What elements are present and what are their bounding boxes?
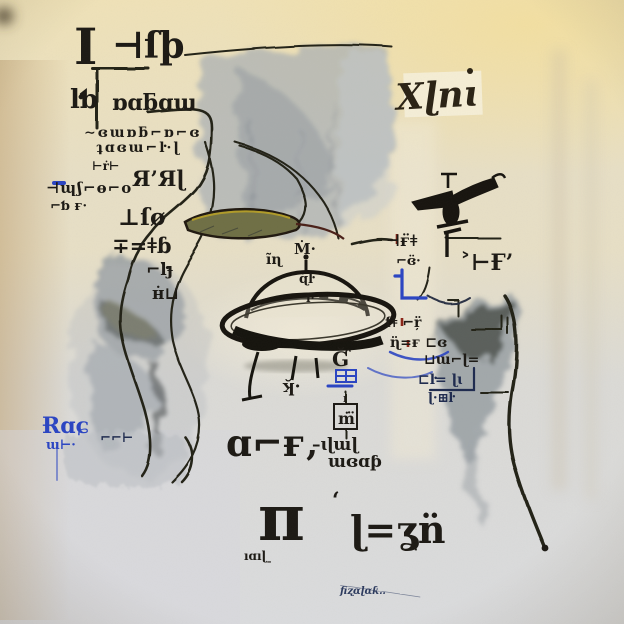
painting-svg: I ⊣ſþ ŀƅ ɒɑƃɑɯ ∼ɞɯɒƃ⌐ɒ⌐ɞ ʇɑɞɯ⌐ŀ·ɭ ⊢ṙ⊢ ⊣ɰ… <box>0 0 624 624</box>
vignette <box>0 0 624 624</box>
artwork-canvas: I ⊣ſþ ŀƅ ɒɑƃɑɯ ∼ɞɯɒƃ⌐ɒ⌐ɞ ʇɑɞɯ⌐ŀ·ɭ ⊢ṙ⊢ ⊣ɰ… <box>0 0 624 624</box>
